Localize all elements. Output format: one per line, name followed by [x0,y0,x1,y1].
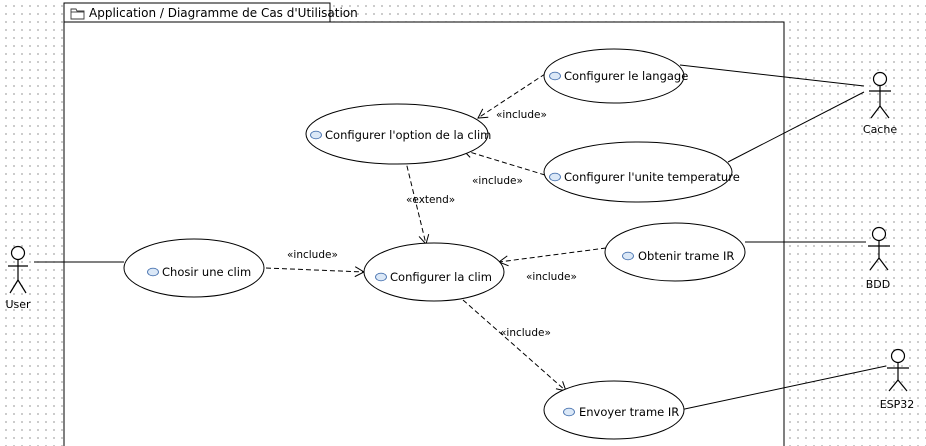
frame-title: Application / Diagramme de Cas d'Utilisa… [89,6,358,20]
stereotype-include-envoyer: «include» [500,327,551,339]
use-case-icon [563,407,575,417]
include-arrow-unite [462,147,546,176]
use-case-configurer-option[interactable]: Configurer l'option de la clim [305,103,491,165]
stereotype-include-obtenir: «include» [526,271,577,283]
use-case-label: Configurer le langage [564,69,688,83]
stick-figure-icon [869,71,891,119]
actor-user[interactable]: User [5,245,31,312]
stereotype-include-langage: «include» [496,109,547,121]
include-arrow-envoyer [462,299,567,392]
actor-label: User [5,298,31,311]
use-case-label: Envoyer trame IR [579,405,679,419]
use-case-chosir-clim[interactable]: Chosir une clim [123,238,265,298]
association-cache-langage [679,64,865,87]
use-case-label: Chosir une clim [162,265,251,279]
use-case-configurer-langage[interactable]: Configurer le langage [543,48,688,104]
stereotype-labels: «include» «include» «extend» «include» «… [287,109,577,339]
stick-figure-icon [887,348,909,392]
use-case-label: Configurer la clim [390,270,492,284]
extend-arrow-option [404,157,430,246]
actor-bdd[interactable]: BDD [866,226,891,292]
use-case-icon [375,272,387,282]
include-arrow-langage [477,73,546,119]
use-case-icon [622,251,634,261]
use-case-configurer-clim[interactable]: Configurer la clim [363,242,505,302]
frame-tab [63,2,331,23]
use-case-icon [549,71,561,81]
actor-cache[interactable]: Cache [863,71,897,137]
use-case-icon [310,130,322,140]
association-cache-unite [727,91,865,163]
use-case-icon [147,267,159,277]
use-case-envoyer-trame[interactable]: Envoyer trame IR [543,380,685,440]
actor-label: ESP32 [880,398,915,411]
include-arrow-chosir [265,266,366,278]
include-arrow-obtenir [497,247,607,267]
use-case-icon [549,172,561,182]
actor-label: BDD [866,278,891,291]
stereotype-include-chosir: «include» [287,249,338,261]
use-case-label: Configurer l'option de la clim [325,128,491,142]
actor-label: Cache [863,123,897,136]
stereotype-extend-option: «extend» [406,194,455,206]
association-esp32-envoyer [679,365,887,411]
use-case-configurer-unite[interactable]: Configurer l'unite temperature [543,141,740,203]
folder-icon [70,8,85,20]
stick-figure-icon [8,245,28,294]
use-case-label: Configurer l'unite temperature [564,170,740,184]
dependencies [265,73,607,392]
stick-figure-icon [868,226,890,271]
associations [34,64,887,411]
use-case-obtenir-trame[interactable]: Obtenir trame IR [604,222,746,282]
actor-esp32[interactable]: ESP32 [880,348,915,412]
use-case-label: Obtenir trame IR [638,249,734,263]
stereotype-include-unite: «include» [472,175,523,187]
